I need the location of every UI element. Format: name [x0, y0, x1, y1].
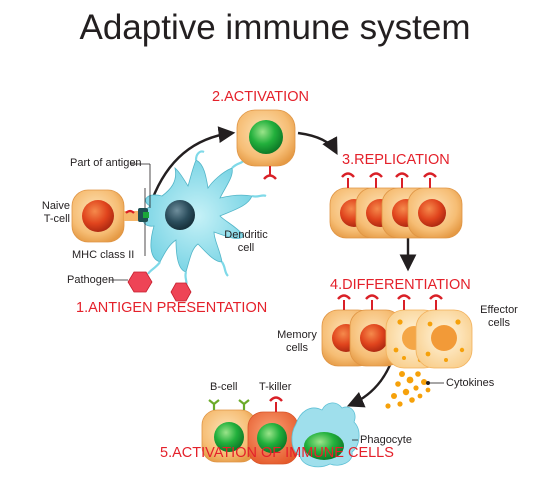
replicated-t-cells [329, 172, 463, 239]
label-effector-cells: cells [487, 317, 510, 329]
label-t-cell: T-cell [43, 213, 70, 225]
stage-replication: 3.REPLICATION [342, 152, 450, 168]
label-b-cell: B-cell [210, 381, 238, 393]
arrow-differentiation-to-activation [346, 359, 394, 408]
cytokines-cluster [385, 371, 444, 409]
label-dendritic: Dendritic [224, 229, 268, 241]
arrow-activation-to-replication [297, 131, 338, 155]
mhc-antigen-complex [130, 163, 151, 256]
label-pathogen: Pathogen [67, 274, 115, 286]
effector-cells [385, 294, 473, 369]
naive-t-cell [71, 189, 138, 243]
t-killer-cell [247, 396, 299, 465]
label-naive: Naive [41, 200, 70, 212]
b-cell [201, 399, 257, 463]
label-phagocyte: Phagocyte [360, 434, 412, 446]
label-mhc-class-ii: MHC class II [72, 249, 135, 261]
dendritic-cell [142, 150, 267, 287]
stage-differentiation: 4.DIFFERENTIATION [330, 277, 471, 293]
label-dendritic-cell: cell [237, 242, 255, 254]
dendritic-nucleus [165, 200, 195, 230]
label-part-of-antigen: Part of antigen [70, 157, 142, 169]
label-memory: Memory [277, 329, 317, 341]
stage-antigen-presentation: 1.ANTIGEN PRESENTATION [76, 300, 268, 316]
label-memory-cells: cells [285, 342, 308, 354]
phagocyte-cell [291, 402, 360, 468]
pathogen-icons [110, 271, 192, 302]
label-effector: Effector [480, 304, 518, 316]
activated-t-cell [236, 109, 296, 180]
label-cytokines: Cytokines [446, 377, 495, 389]
arrow-presentation-to-activation [150, 126, 236, 201]
stage-activation-immune-cells: 5.ACTIVATION OF IMMUNE CELLS [160, 445, 394, 461]
label-t-killer: T-killer [259, 381, 292, 393]
stage-activation: 2.ACTIVATION [212, 89, 309, 105]
diagram-title: Adaptive immune system [79, 8, 471, 47]
